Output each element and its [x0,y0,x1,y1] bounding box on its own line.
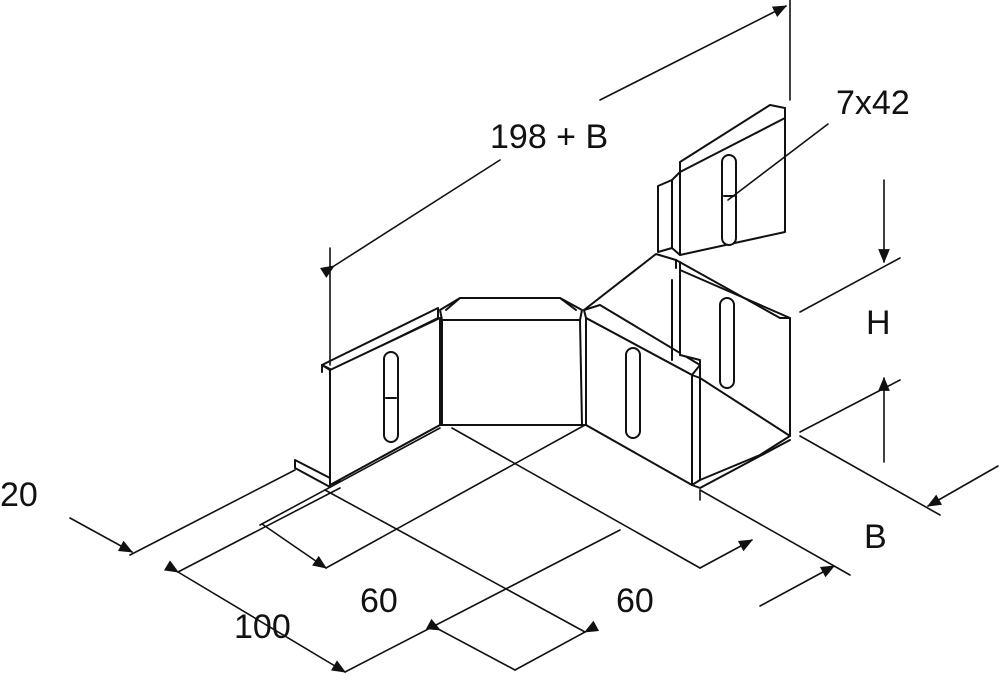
dimension-lines [69,0,999,673]
label-leg-left: 60 [360,582,398,620]
label-slot-size: 7x42 [836,84,910,122]
label-overall-length: 198 + B [490,118,609,156]
label-depth: 100 [234,608,291,646]
slot-back [719,297,735,389]
label-offset: 20 [0,476,38,514]
label-height: H [866,304,891,342]
fitting-body [294,104,791,489]
slot-right [625,347,641,439]
label-leg-right: 60 [616,582,654,620]
label-width: B [864,518,887,556]
